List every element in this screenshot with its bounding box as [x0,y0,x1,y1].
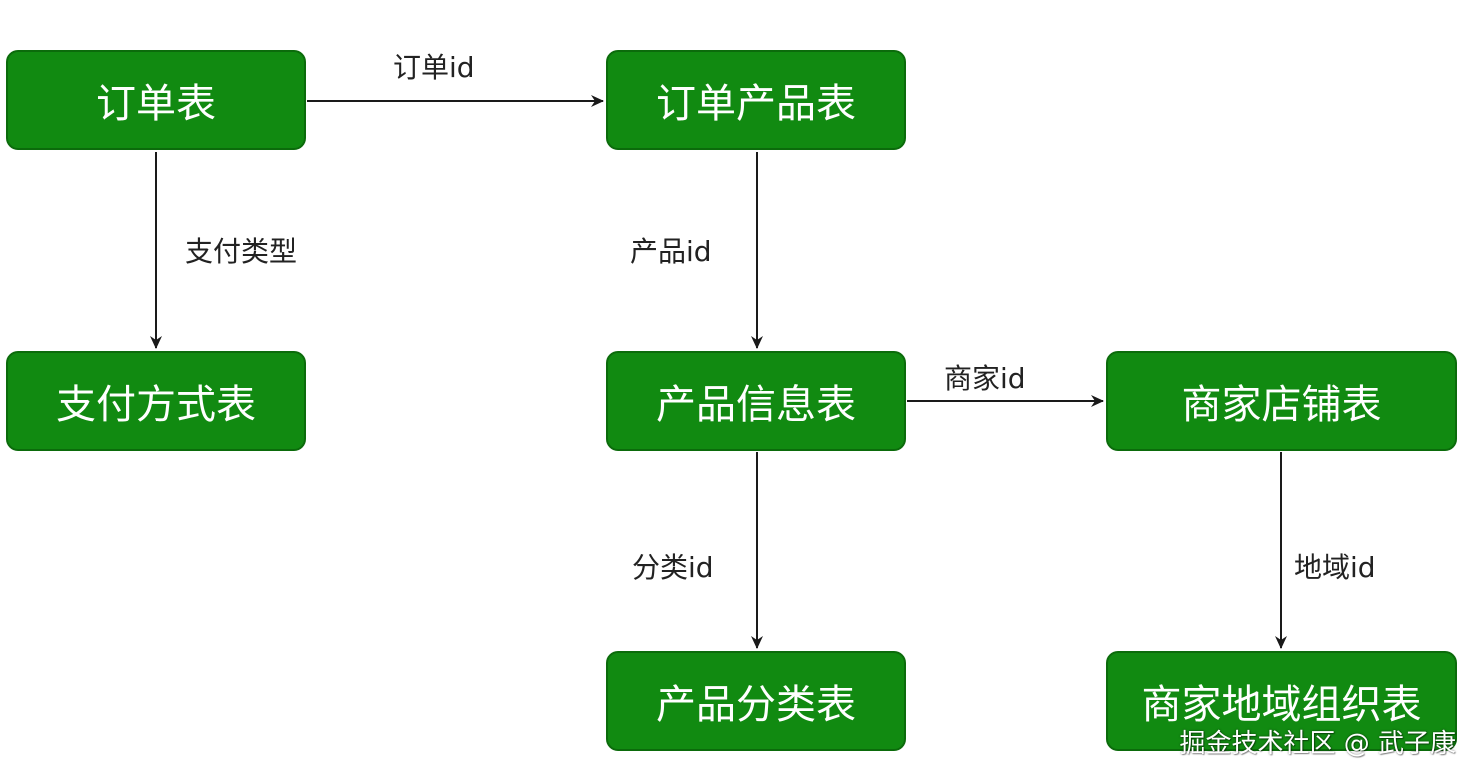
edge-label-payment-type: 支付类型 [185,235,298,268]
edge-label-category-id: 分类id [632,551,714,584]
node-order-table: 订单表 [6,50,306,150]
node-order-product-table: 订单产品表 [606,50,906,150]
edge-label-product-id: 产品id [630,235,712,268]
watermark: 掘金技术社区 @ 武子康 [1179,729,1456,759]
edge-label-merchant-id: 商家id [944,362,1026,395]
node-merchant-region-table: 商家地域组织表 [1106,651,1457,751]
edge-label-region-id: 地域id [1294,551,1376,584]
node-payment-method-table: 支付方式表 [6,351,306,451]
node-product-info-table: 产品信息表 [606,351,906,451]
edge-label-order-id: 订单id [393,51,475,84]
node-merchant-store-table: 商家店铺表 [1106,351,1457,451]
node-product-category-table: 产品分类表 [606,651,906,751]
